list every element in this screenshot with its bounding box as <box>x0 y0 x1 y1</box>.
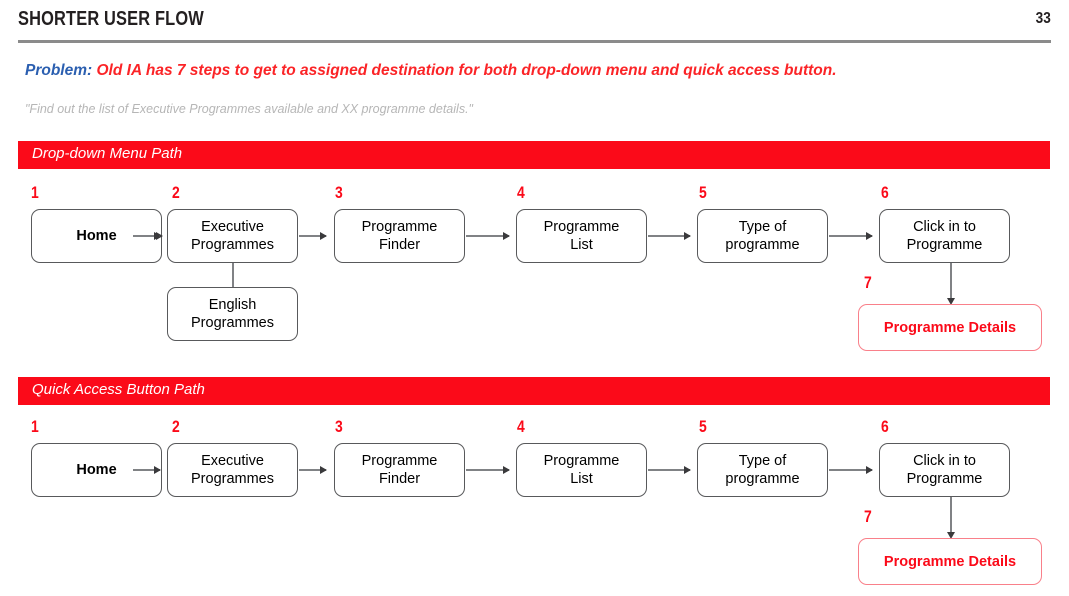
section-banner-quick-access-button-path: Quick Access Button Path <box>18 377 1050 405</box>
step-number-1-2: 2 <box>172 183 180 202</box>
step-number-1-3: 3 <box>335 183 343 202</box>
problem-label: Problem: <box>25 62 93 79</box>
connector-2-to-final <box>946 497 955 539</box>
connector-2-2-3 <box>299 465 327 474</box>
problem-statement: Problem: Old IA has 7 steps to get to as… <box>25 62 837 80</box>
connector-1-4-5 <box>648 231 691 240</box>
flow-step-1-executive-programmes[interactable]: Executive Programmes <box>167 209 298 263</box>
flow-step-1-programme-list[interactable]: Programme List <box>516 209 647 263</box>
flow-step-1-click-in-to-programme[interactable]: Click in to Programme <box>879 209 1010 263</box>
flow-step-1-type-of-programme[interactable]: Type of programme <box>697 209 828 263</box>
flow-final-2-programme-details[interactable]: Programme Details <box>858 538 1042 585</box>
page-number: 33 <box>1035 10 1051 27</box>
flow-step-2-executive-programmes[interactable]: Executive Programmes <box>167 443 298 497</box>
step-number-2-5: 5 <box>699 417 707 436</box>
step-number-2-7: 7 <box>864 507 872 526</box>
step-number-2-4: 4 <box>517 417 525 436</box>
flow-step-2-type-of-programme[interactable]: Type of programme <box>697 443 828 497</box>
slide-header: SHORTER USER FLOW 33 <box>0 0 1069 43</box>
connector-1-to-final <box>946 263 955 305</box>
connector-1-1-2 <box>133 231 161 240</box>
step-number-2-1: 1 <box>31 417 39 436</box>
flow-final-1-programme-details[interactable]: Programme Details <box>858 304 1042 351</box>
flow-step-2-click-in-to-programme[interactable]: Click in to Programme <box>879 443 1010 497</box>
flow-step-2-programme-list[interactable]: Programme List <box>516 443 647 497</box>
user-task-quote: "Find out the list of Executive Programm… <box>25 102 473 116</box>
step-number-1-6: 6 <box>881 183 889 202</box>
connector-2-1-2 <box>133 465 161 474</box>
step-number-1-7: 7 <box>864 273 872 292</box>
problem-text: Old IA has 7 steps to get to assigned de… <box>96 62 837 79</box>
flow-step-2-programme-finder[interactable]: Programme Finder <box>334 443 465 497</box>
page-title: SHORTER USER FLOW <box>18 8 204 30</box>
step-number-1-5: 5 <box>699 183 707 202</box>
section-banner-label: Drop-down Menu Path <box>32 145 183 162</box>
connector-1-branch <box>232 263 234 287</box>
step-number-2-6: 6 <box>881 417 889 436</box>
connector-1-3-4 <box>466 231 510 240</box>
flow-step-1-programme-finder[interactable]: Programme Finder <box>334 209 465 263</box>
connector-1-2-3 <box>299 231 327 240</box>
step-number-2-2: 2 <box>172 417 180 436</box>
section-banner-dropdown-menu-path: Drop-down Menu Path <box>18 141 1050 169</box>
connector-1-5-6 <box>829 231 873 240</box>
step-number-1-4: 4 <box>517 183 525 202</box>
step-number-2-3: 3 <box>335 417 343 436</box>
section-banner-label: Quick Access Button Path <box>32 381 205 398</box>
header-divider <box>18 40 1051 43</box>
step-number-1-1: 1 <box>31 183 39 202</box>
flow-step-1-english-programmes[interactable]: English Programmes <box>167 287 298 341</box>
connector-2-5-6 <box>829 465 873 474</box>
connector-2-4-5 <box>648 465 691 474</box>
connector-2-3-4 <box>466 465 510 474</box>
